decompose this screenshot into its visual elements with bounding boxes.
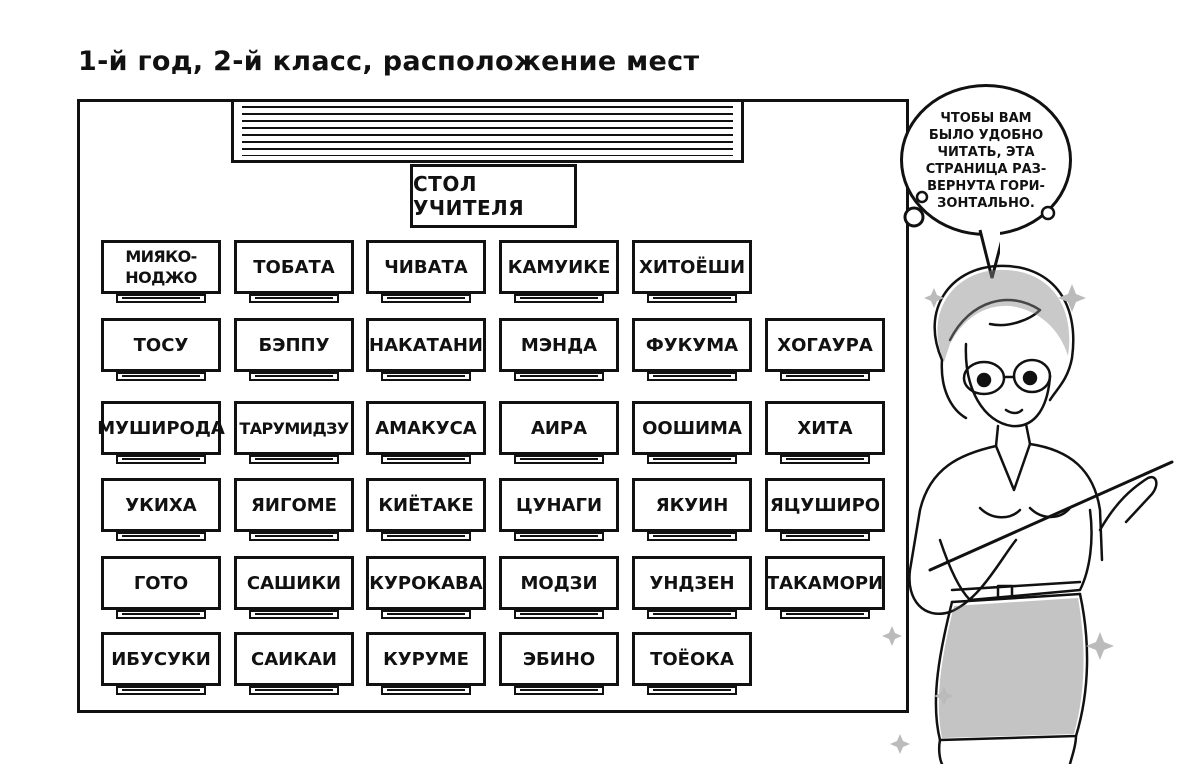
seat-desk: БЭППУ [234,318,354,372]
seat-chair [116,455,206,464]
seat-desk: ЯЦУШИРО [765,478,885,532]
seat-desk: ФУКУМА [632,318,752,372]
seat-desk: ЧИВАТА [366,240,486,294]
seat-chair [514,455,604,464]
seat-desk: ХИТА [765,401,885,455]
seat-desk: САИКАИ [234,632,354,686]
seat-chair [116,372,206,381]
seat-desk: МЭНДА [499,318,619,372]
seat-desk: КУРУМЕ [366,632,486,686]
seat-desk: ЯКУИН [632,478,752,532]
seat-chair [647,610,737,619]
page-title: 1-й год, 2-й класс, расположение мест [78,46,700,77]
seat-desk: ТАКАМОРИ [765,556,885,610]
seat-desk: КУРОКАВА [366,556,486,610]
seat-desk: ТОБАТА [234,240,354,294]
seat-desk: ТОСУ [101,318,221,372]
seat-chair [514,610,604,619]
seat-desk: ИБУСУКИ [101,632,221,686]
seat-chair [780,532,870,541]
seat-desk: ЭБИНО [499,632,619,686]
seat-chair [249,372,339,381]
seat-desk: ЯИГОМЕ [234,478,354,532]
seat-desk: ГОТО [101,556,221,610]
seat-chair [381,686,471,695]
seat-chair [780,455,870,464]
seat-desk: МУШИРОДА [97,401,225,455]
seat-desk: ООШИМА [632,401,752,455]
seat-desk: ТАРУМИДЗУ [234,401,354,455]
seat-desk: МИЯКО- НОДЖО [101,240,221,294]
seat-desk: КАМУИКЕ [499,240,619,294]
seat-chair [647,372,737,381]
seat-chair [780,372,870,381]
seat-chair [249,455,339,464]
seat-chair [381,610,471,619]
seat-desk: АИРА [499,401,619,455]
seat-chair [514,294,604,303]
seat-chair [249,294,339,303]
seat-chair [116,294,206,303]
seat-desk: ТОЁОКА [632,632,752,686]
seat-chair [116,686,206,695]
teacher-illustration [882,264,1174,764]
seat-chair [647,532,737,541]
seat-chair [249,610,339,619]
blackboard-lines [242,106,733,156]
speech-bubble-text: ЧТОБЫ ВАМ БЫЛО УДОБНО ЧИТАТЬ, ЭТА СТРАНИ… [925,111,1047,211]
seat-desk: ХИТОЁШИ [632,240,752,294]
seat-desk: УНДЗЕН [632,556,752,610]
seat-desk: УКИХА [101,478,221,532]
seat-desk: САШИКИ [234,556,354,610]
seat-chair [249,686,339,695]
seat-desk: МОДЗИ [499,556,619,610]
seat-chair [116,532,206,541]
seat-chair [381,455,471,464]
seat-desk: АМАКУСА [366,401,486,455]
seat-chair [780,610,870,619]
seat-chair [381,372,471,381]
seat-chair [647,455,737,464]
seat-chair [381,532,471,541]
seat-chair [381,294,471,303]
seat-desk: ЦУНАГИ [499,478,619,532]
seat-chair [249,532,339,541]
seat-chair [647,294,737,303]
seat-desk: ХОГАУРА [765,318,885,372]
teacher-desk: СТОЛ УЧИТЕЛЯ [410,164,577,228]
seat-chair [514,532,604,541]
seat-chair [116,610,206,619]
seat-chair [514,372,604,381]
seat-chair [647,686,737,695]
seat-chair [514,686,604,695]
seat-desk: КИЁТАКЕ [366,478,486,532]
seat-desk: НАКАТАНИ [366,318,486,372]
speech-bubble-dot [1040,205,1056,221]
blackboard [231,99,744,163]
